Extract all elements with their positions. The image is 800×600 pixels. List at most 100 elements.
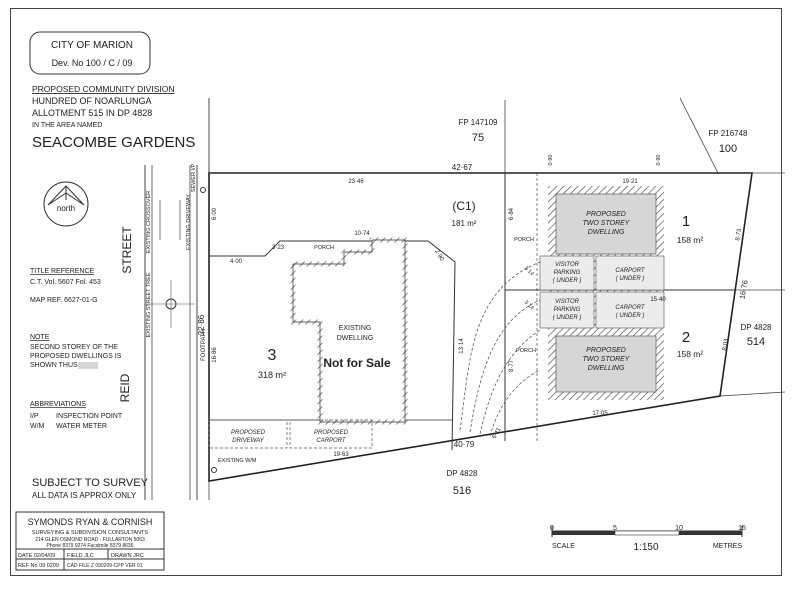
existing-dwelling-label: DWELLING	[337, 335, 374, 342]
cad-file: CAD FILE Z 090209-CPP VER 01	[67, 563, 143, 569]
map-ref: MAP REF. 6627-01-G	[30, 297, 98, 304]
second-storey-swatch	[78, 362, 98, 369]
carport-label: CARPORT	[615, 305, 646, 311]
dimension-label: 3·14	[523, 265, 535, 277]
firm-address: 214 GLEN OSMOND ROAD - FULLARTON 5063	[35, 537, 145, 543]
dimension-label: 17·05	[592, 411, 608, 417]
lot-area: 318 m²	[258, 370, 286, 380]
street-name: STREET	[120, 226, 134, 274]
existing-dwelling-outline	[292, 239, 406, 423]
street-tree-icon	[147, 280, 195, 328]
note-line: SECOND STOREY OF THE	[30, 344, 118, 351]
note-line: SHOWN THUS	[30, 362, 78, 369]
dimension-label: 23·46	[348, 179, 364, 185]
lot-number: 1	[682, 213, 690, 230]
proposed-dwelling-label: PROPOSED	[586, 211, 626, 218]
visitor-parking-label: VISITOR	[555, 299, 580, 305]
shared-driveway	[459, 261, 541, 437]
title-ref-value: C.T. Vol. 5607 Fol. 453	[30, 279, 101, 286]
proposed-driveway	[208, 419, 288, 449]
lot-area: 158 m²	[677, 235, 704, 245]
note-line: PROPOSED DWELLINGS IS	[30, 353, 122, 360]
neighbour-ref: DP 4828	[741, 323, 773, 332]
carport-lower	[595, 291, 665, 329]
field-initials: FIELD JLC	[67, 553, 94, 559]
crossover-label: EXISTING CROSSOVER	[146, 191, 152, 253]
dimension-label: 3·14	[523, 299, 535, 311]
dimension-label: 2·90	[433, 249, 445, 263]
neighbour-lot: 514	[747, 336, 765, 348]
scale-ratio: 1:150	[633, 542, 658, 553]
neighbour-lot: 516	[453, 485, 471, 497]
abbrev-code: I/P	[30, 413, 39, 420]
abbrev-code: W/M	[30, 423, 45, 430]
sewer-ip-label: SEWER I/P	[191, 163, 197, 192]
north-arrow-icon	[43, 181, 89, 227]
dimension-label: 6·11	[492, 426, 503, 440]
note-heading: NOTE	[30, 334, 50, 341]
council-name: CITY OF MARION	[51, 40, 133, 51]
visitor-parking-label: PARKING	[554, 307, 581, 313]
neighbour-lot: 100	[719, 143, 737, 155]
dimension-label: 0·90	[548, 154, 554, 165]
visitor-parking-label: VISITOR	[555, 262, 580, 268]
dimension-label: 6·84	[509, 207, 515, 220]
proposed-dwelling-label: TWO STOREY	[583, 220, 631, 227]
lot-number: 3	[268, 347, 277, 364]
dimension-label: 3·23	[272, 245, 285, 251]
dimension-label: 19·21	[622, 179, 638, 185]
carport-label: ( UNDER )	[616, 313, 645, 319]
common-property-label: (C1)	[452, 199, 475, 213]
abbrev-meaning: INSPECTION POINT	[56, 413, 123, 420]
proposal-title: PROPOSED COMMUNITY DIVISION	[32, 84, 174, 94]
visitor-parking-upper	[539, 255, 595, 291]
dimension-label: 16·86	[212, 347, 218, 363]
scale-tick: 10	[675, 525, 683, 532]
firm-phone: Phone 8379 9274 Facsimile 8379 8636	[46, 543, 133, 549]
street-width: 22·86	[197, 314, 206, 335]
drawn-initials: DRAWN JRC	[111, 553, 144, 559]
dimension-label: 8·03	[722, 338, 730, 352]
scale-label: SCALE	[552, 543, 575, 550]
visitor-parking-label: ( UNDER )	[553, 278, 582, 284]
proposed-dwelling-label: TWO STOREY	[583, 356, 631, 363]
street-name: REID	[118, 373, 132, 402]
lot2-second-storey	[555, 335, 657, 393]
visitor-parking-label: ( UNDER )	[553, 315, 582, 321]
reference-number: REF No 09 0209	[18, 563, 59, 569]
proposed-carport-label: CARPORT	[316, 438, 347, 444]
dimension-label: 40·79	[454, 440, 475, 449]
hundred-name: HUNDRED OF NOARLUNGA	[32, 96, 152, 106]
abbrev-meaning: WATER METER	[56, 423, 107, 430]
street-lines	[144, 98, 210, 500]
dimension-label: 8·73	[735, 228, 743, 242]
water-meter-icon	[211, 467, 217, 473]
data-approx: ALL DATA IS APPROX ONLY	[32, 491, 137, 500]
dev-number: Dev. No 100 / C / 09	[52, 58, 133, 68]
neighbour-ref: FP 216748	[709, 129, 749, 138]
dimension-label: 19·63	[333, 452, 349, 458]
dimension-label: 42·67	[452, 163, 473, 172]
north-label: north	[57, 204, 75, 213]
dimension-label: 15·40	[650, 297, 666, 303]
footpath-label: FOOTPATH	[201, 329, 207, 361]
allotment-boundary	[208, 172, 753, 482]
lot-number: 2	[682, 329, 690, 346]
abbrev-heading: ABBREVIATIONS	[30, 401, 86, 408]
carport-label: CARPORT	[615, 268, 646, 274]
porch-label: PORCH	[516, 348, 536, 354]
visitor-parking-lower	[539, 291, 595, 329]
firm-block	[15, 511, 165, 571]
neighbour-lot: 75	[472, 132, 484, 144]
council-box	[29, 31, 151, 75]
dimension-label: 6·00	[212, 207, 218, 220]
firm-name: SYMONDS RYAN & CORNISH	[28, 517, 153, 527]
scale-unit: METRES	[713, 543, 743, 550]
dimension-label: 0·90	[656, 154, 662, 165]
common-property-area: 181 m²	[452, 219, 477, 228]
scale-tick: 0	[550, 525, 554, 532]
firm-subtitle: SURVEYING & SUBDIVISION CONSULTANTS	[32, 530, 148, 536]
dimension-label: 10·74	[354, 231, 370, 237]
drawing-date: DATE 02/04/09	[18, 553, 55, 559]
area-named: IN THE AREA NAMED	[32, 122, 102, 129]
